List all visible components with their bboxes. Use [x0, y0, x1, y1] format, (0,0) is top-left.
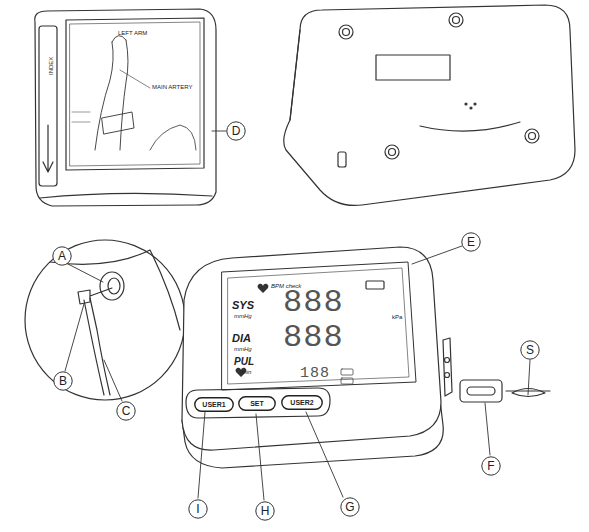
segment-digits: 188 — [300, 366, 330, 381]
cuff — [35, 9, 216, 206]
user-button: SET — [238, 396, 276, 411]
callout-letter: D — [226, 121, 246, 141]
callout-ring — [521, 341, 539, 359]
callout-text: D — [232, 125, 241, 137]
monitor-body — [182, 247, 452, 468]
callout-ring — [53, 247, 71, 265]
callout-letter: I — [188, 499, 208, 519]
cuff-text: INDEX — [48, 57, 54, 75]
connector-detail — [25, 240, 185, 400]
display-text: SYS — [232, 300, 254, 311]
callout-letter: G — [340, 497, 360, 517]
callout-ring — [54, 372, 72, 390]
callout-ring — [482, 457, 500, 475]
unit-text: kPa — [392, 314, 402, 320]
unit-text: mmHg — [234, 313, 252, 319]
display-text: PUL — [234, 357, 254, 367]
button-label: USER1 — [202, 401, 225, 408]
callout-letter: H — [255, 501, 275, 521]
callout-letter: F — [481, 456, 501, 476]
user-button: USER2 — [281, 395, 323, 410]
callout-text: C — [122, 405, 131, 417]
unit-text: mmHg — [234, 346, 252, 352]
callout-letter: C — [116, 401, 136, 421]
cuff-text: LEFT ARM — [118, 30, 147, 36]
callout-letter: B — [53, 371, 73, 391]
callout-letter: S — [520, 340, 540, 360]
callout-text: G — [345, 501, 354, 513]
callout-ring — [256, 502, 274, 520]
callout-text: A — [58, 250, 66, 262]
port-detail — [460, 380, 550, 402]
callout-ring — [117, 402, 135, 420]
button-label: USER2 — [290, 399, 313, 406]
callout-text: H — [261, 505, 270, 517]
callout-ring — [189, 500, 207, 518]
user-button: USER1 — [194, 397, 234, 412]
segment-digits: 888 — [283, 322, 344, 354]
callout-text: I — [196, 503, 199, 515]
display-text: DIA — [232, 333, 251, 344]
button-ring — [195, 397, 233, 410]
callout-ring — [227, 122, 245, 140]
button-ring — [282, 395, 322, 408]
callout-text: E — [467, 236, 475, 248]
button-ring — [239, 396, 275, 409]
unit-text: /min — [240, 369, 251, 375]
button-label: SET — [250, 400, 264, 407]
callout-ring — [462, 233, 480, 251]
callout-letter: E — [461, 232, 481, 252]
segment-digits: 888 — [283, 287, 344, 319]
callout-text: B — [59, 375, 67, 387]
callout-letter: A — [52, 246, 72, 266]
leader-lines — [65, 131, 530, 500]
cuff-text: MAIN ARTERY — [152, 84, 192, 90]
callout-text: S — [526, 344, 534, 356]
monitor-underside — [284, 5, 575, 205]
callout-text: F — [487, 460, 494, 472]
callout-ring — [341, 498, 359, 516]
